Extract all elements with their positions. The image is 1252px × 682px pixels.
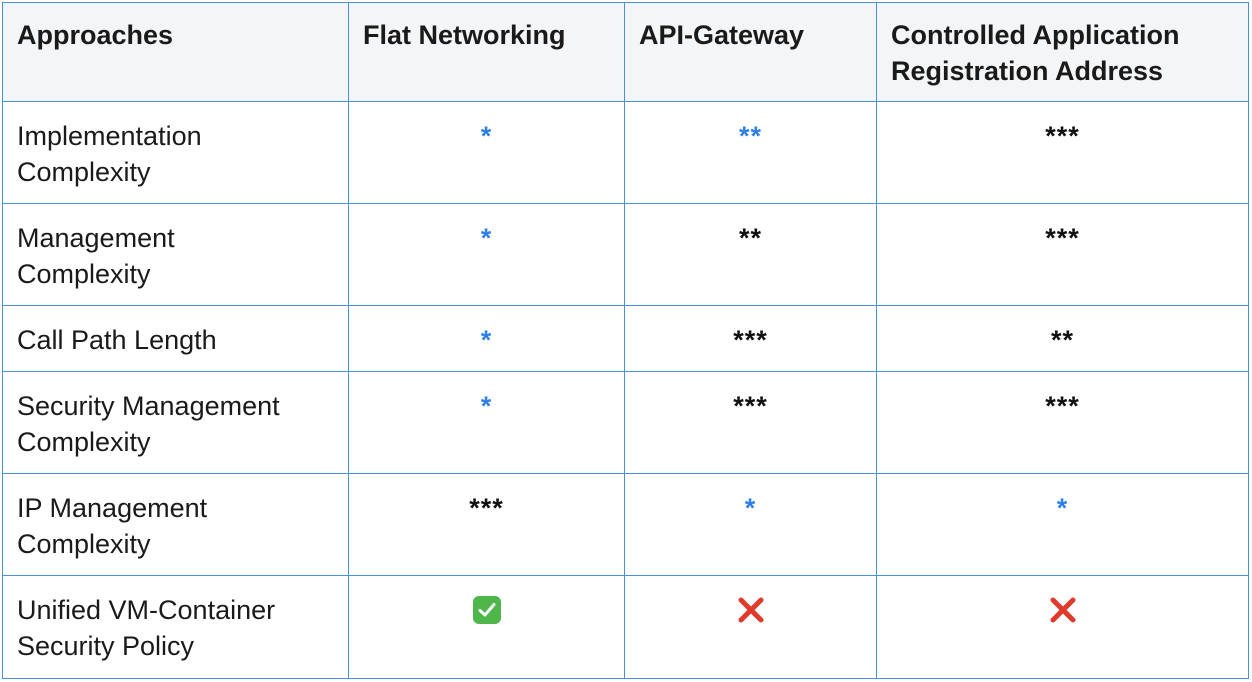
rating-stars: * — [480, 223, 493, 253]
row-label-line2: Complexity — [17, 157, 151, 187]
table-row: IP Management Complexity *** * * — [2, 473, 1249, 576]
row-label-line1: Management — [17, 223, 175, 253]
table-row: Unified VM-Container Security Policy — [2, 575, 1249, 679]
cross-icon — [1048, 595, 1078, 625]
cell-api: ** — [624, 203, 877, 306]
row-label: Call Path Length — [2, 305, 349, 372]
cell-api: *** — [624, 305, 877, 372]
header-row: Approaches Flat Networking API-Gateway C… — [2, 2, 1249, 102]
cell-controlled: *** — [876, 371, 1249, 474]
row-label-line2: Complexity — [17, 259, 151, 289]
cell-controlled: * — [876, 473, 1249, 576]
row-label-line1: Implementation — [17, 121, 202, 151]
cell-controlled: *** — [876, 101, 1249, 204]
cell-flat: * — [348, 371, 625, 474]
rating-stars: *** — [733, 325, 768, 355]
rating-stars: * — [480, 121, 493, 151]
row-label-line1: Unified VM-Container — [17, 595, 276, 625]
cell-api: ** — [624, 101, 877, 204]
rating-stars: ** — [738, 223, 762, 253]
row-label-line2: Complexity — [17, 427, 151, 457]
rating-stars: *** — [1045, 223, 1080, 253]
rating-stars: ** — [738, 121, 762, 151]
cell-api — [624, 575, 877, 679]
header-api-gateway: API-Gateway — [624, 2, 877, 102]
header-controlled-line1: Controlled Application — [891, 20, 1180, 50]
rating-stars: ** — [1050, 325, 1074, 355]
rating-stars: *** — [733, 391, 768, 421]
header-controlled-application: Controlled Application Registration Addr… — [876, 2, 1249, 102]
cell-controlled: ** — [876, 305, 1249, 372]
header-controlled-line2: Registration Address — [891, 56, 1164, 86]
cell-api: * — [624, 473, 877, 576]
table-row: Call Path Length * *** ** — [2, 305, 1249, 372]
row-label-line1: Call Path Length — [17, 325, 217, 355]
row-label: Security Management Complexity — [2, 371, 349, 474]
rating-stars: * — [480, 391, 493, 421]
row-label: Management Complexity — [2, 203, 349, 306]
row-label: IP Management Complexity — [2, 473, 349, 576]
rating-stars: * — [1056, 493, 1069, 523]
row-label: Implementation Complexity — [2, 101, 349, 204]
cell-flat: *** — [348, 473, 625, 576]
cross-icon — [736, 595, 766, 625]
check-icon — [472, 595, 501, 624]
header-flat-networking: Flat Networking — [348, 2, 625, 102]
cell-controlled: *** — [876, 203, 1249, 306]
rating-stars: *** — [469, 493, 504, 523]
table-row: Management Complexity * ** *** — [2, 203, 1249, 306]
row-label: Unified VM-Container Security Policy — [2, 575, 349, 679]
rating-stars: *** — [1045, 121, 1080, 151]
rating-stars: *** — [1045, 391, 1080, 421]
row-label-line1: Security Management — [17, 391, 280, 421]
cell-api: *** — [624, 371, 877, 474]
rating-stars: * — [744, 493, 757, 523]
row-label-line2: Security Policy — [17, 631, 195, 661]
row-label-line2: Complexity — [17, 529, 151, 559]
row-label-line1: IP Management — [17, 493, 208, 523]
table-row: Security Management Complexity * *** *** — [2, 371, 1249, 474]
cell-flat: * — [348, 101, 625, 204]
table-row: Implementation Complexity * ** *** — [2, 101, 1249, 204]
cell-flat: * — [348, 305, 625, 372]
rating-stars: * — [480, 325, 493, 355]
cell-flat: * — [348, 203, 625, 306]
header-approaches: Approaches — [2, 2, 349, 102]
cell-flat — [348, 575, 625, 679]
cell-controlled — [876, 575, 1249, 679]
